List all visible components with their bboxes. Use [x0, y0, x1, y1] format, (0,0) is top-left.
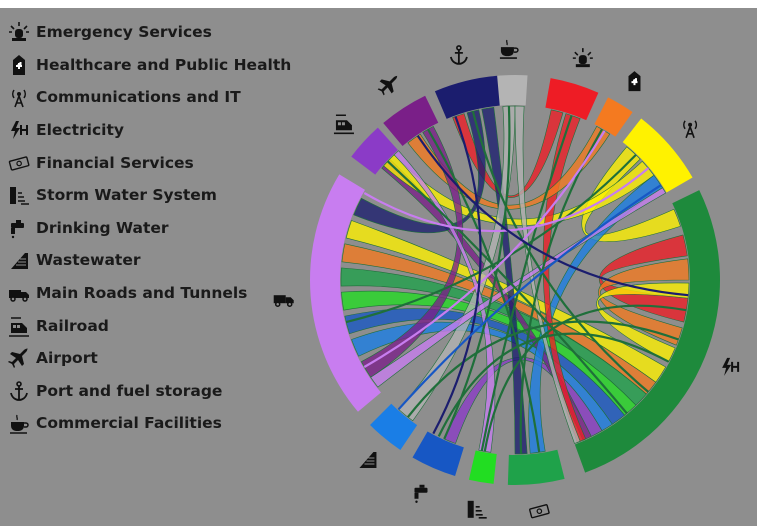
- siren-icon: [8, 21, 30, 43]
- legend: Emergency Services Healthcare and Public…: [8, 16, 298, 440]
- legend-label: Communications and IT: [36, 88, 241, 107]
- legend-item: Railroad: [8, 309, 298, 342]
- arc-segment: [545, 78, 599, 121]
- chord-ribbon: [383, 154, 655, 226]
- arc-segment: [351, 127, 398, 175]
- medical-cross-icon: [628, 71, 641, 92]
- legend-label: Commercial Facilities: [36, 414, 222, 433]
- legend-label: Electricity: [36, 121, 124, 140]
- medical-cross-icon: [8, 54, 30, 76]
- arc-segment: [468, 450, 497, 484]
- chord-ribbon: [581, 146, 681, 242]
- arc-segment: [434, 75, 500, 119]
- chord-connector: [483, 304, 687, 452]
- airplane-icon: [377, 75, 398, 96]
- wastewater-icon: [359, 452, 377, 469]
- legend-item: Healthcare and Public Health: [8, 49, 298, 82]
- legend-item: Storm Water System: [8, 179, 298, 212]
- anchor-icon: [8, 380, 30, 402]
- arc-segment: [412, 431, 464, 477]
- arc-segment: [370, 403, 418, 450]
- ribbon-group: [340, 105, 690, 455]
- arc-segment: [309, 174, 381, 412]
- legend-item: Electricity: [8, 114, 298, 147]
- chord-connector: [427, 128, 541, 453]
- arc-segment: [507, 449, 565, 485]
- legend-item: Financial Services: [8, 146, 298, 179]
- chord-ribbon: [598, 258, 690, 346]
- chord-ribbon: [393, 150, 496, 453]
- chord-connector: [363, 130, 606, 368]
- siren-icon: [572, 48, 593, 68]
- legend-label: Financial Services: [36, 153, 194, 172]
- train-icon: [8, 315, 30, 337]
- legend-label: Railroad: [36, 316, 109, 335]
- arc-segment: [574, 190, 720, 473]
- coffee-cup-icon: [499, 39, 519, 59]
- electricity-icon: [722, 357, 740, 376]
- arc-segment: [491, 75, 528, 107]
- legend-item: Port and fuel storage: [8, 375, 298, 408]
- chord-connector: [416, 135, 689, 297]
- chord-connector: [432, 116, 482, 435]
- electricity-icon: [8, 119, 30, 141]
- storm-water-icon: [467, 500, 487, 519]
- legend-item: Main Roads and Tunnels: [8, 277, 298, 310]
- truck-icon: [273, 295, 294, 307]
- anchor-icon: [449, 45, 468, 65]
- chord-connector: [363, 167, 649, 233]
- coffee-cup-icon: [8, 412, 30, 435]
- chord-connector: [345, 154, 637, 324]
- wastewater-icon: [8, 249, 30, 271]
- legend-item: Emergency Services: [8, 16, 298, 49]
- legend-label: Airport: [36, 349, 98, 368]
- banknote-icon: [529, 504, 550, 519]
- arc-segment: [594, 97, 633, 137]
- chord-ribbon: [452, 109, 564, 198]
- legend-label: Main Roads and Tunnels: [36, 284, 248, 303]
- legend-item: Commercial Facilities: [8, 407, 298, 440]
- legend-label: Emergency Services: [36, 23, 212, 42]
- chord-connector: [480, 115, 573, 452]
- arc-segment: [622, 118, 693, 193]
- legend-item: Wastewater: [8, 244, 298, 277]
- banknote-icon: [8, 152, 30, 174]
- airplane-icon: [8, 347, 30, 369]
- legend-item: Airport: [8, 342, 298, 375]
- arc-segment: [383, 95, 439, 146]
- chord-connector: [386, 160, 628, 414]
- faucet-icon: [414, 484, 428, 503]
- connector-group: [345, 106, 689, 454]
- chord-ribbon: [514, 105, 581, 444]
- legend-label: Port and fuel storage: [36, 381, 223, 400]
- chord-connector: [443, 106, 511, 440]
- chord-connector: [397, 184, 662, 411]
- truck-icon: [8, 282, 30, 304]
- legend-label: Healthcare and Public Health: [36, 55, 292, 74]
- legend-label: Drinking Water: [36, 218, 169, 237]
- legend-label: Wastewater: [36, 251, 141, 270]
- chord-connector: [471, 110, 649, 393]
- chord-ribbon: [596, 282, 690, 363]
- chord-ribbon: [370, 187, 667, 388]
- train-icon: [333, 114, 354, 135]
- storm-water-icon: [8, 184, 30, 206]
- legend-label: Storm Water System: [36, 186, 217, 205]
- legend-item: Drinking Water: [8, 212, 298, 245]
- antenna-icon: [8, 86, 30, 108]
- legend-item: Communications and IT: [8, 81, 298, 114]
- faucet-icon: [8, 217, 30, 239]
- antenna-icon: [683, 120, 698, 139]
